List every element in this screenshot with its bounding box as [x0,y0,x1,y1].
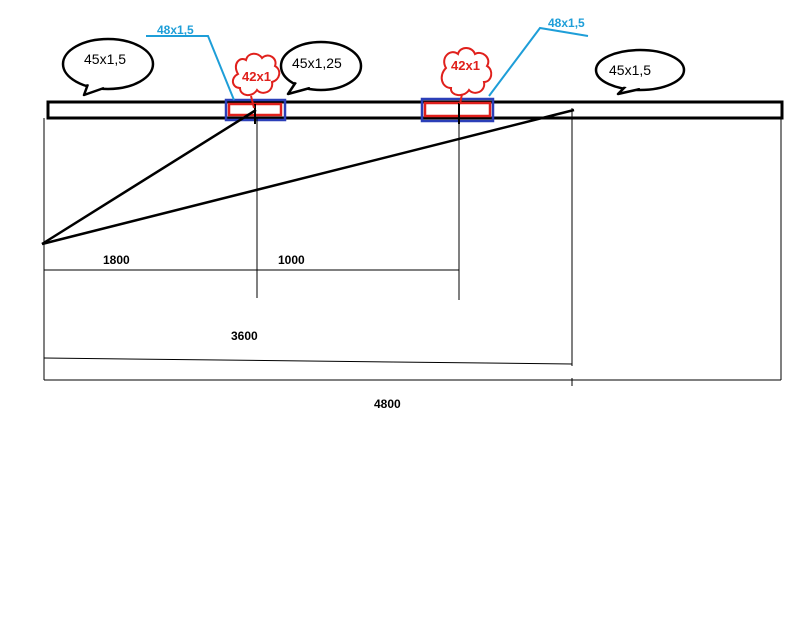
beam [46,100,784,120]
callout-right-segment: 45x1,5 [594,48,686,96]
dim-label-4800: 4800 [374,397,401,411]
brace-long [41,108,575,246]
brace-short [41,108,257,246]
label-joint-1-outer: 48x1,5 [157,23,194,37]
label-joint-1-inner: 42x1 [242,69,271,84]
joint-2-insert [423,101,492,118]
callout-left-segment: 45x1,5 [61,37,155,97]
cloud-joint-2: 42x1 [440,47,493,105]
label-middle-segment: 45x1,25 [292,55,342,71]
dim-line-3600 [43,357,573,365]
label-joint-2-inner: 42x1 [451,58,480,73]
dim-label-1800: 1800 [103,253,130,267]
cloud-joint-1: 42x1 [232,52,281,109]
dim-label-3600: 3600 [231,329,258,343]
leader-joint-1 [146,35,235,101]
leader-joint-2 [488,26,589,97]
label-right-segment: 45x1,5 [609,62,651,78]
callout-middle-segment: 45x1,25 [279,40,363,96]
joint-2-frame [420,97,495,123]
dim-label-1000: 1000 [278,253,305,267]
label-left-segment: 45x1,5 [84,51,126,67]
label-joint-2-outer: 48x1,5 [548,16,585,30]
